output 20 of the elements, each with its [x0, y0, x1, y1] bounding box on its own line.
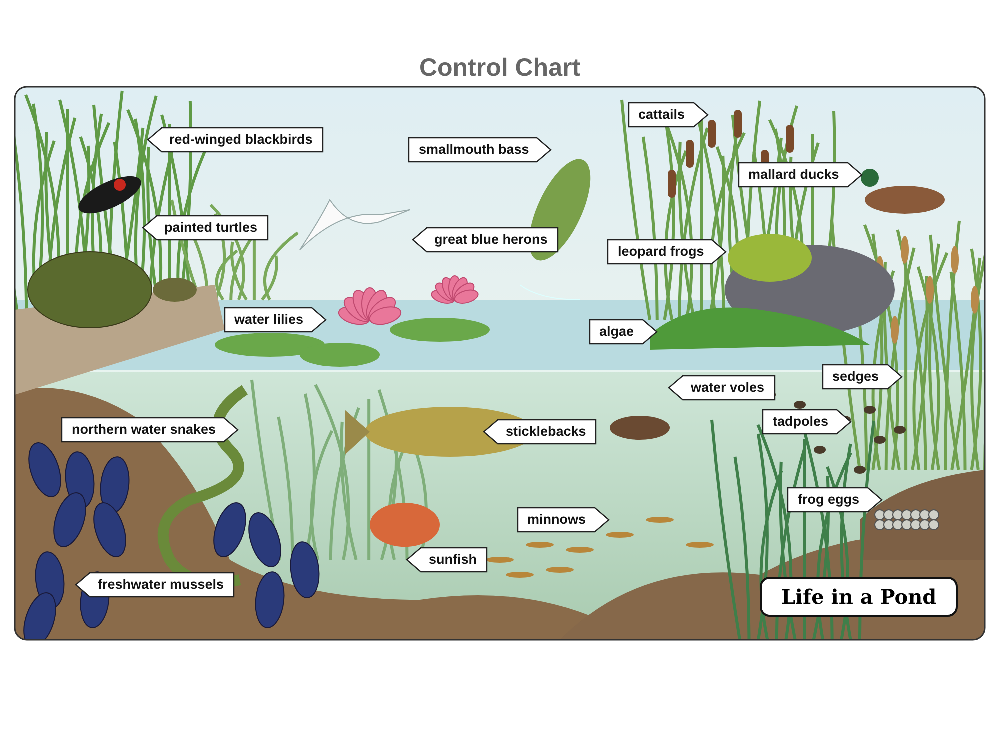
pointer-tag: smallmouth bass — [409, 138, 552, 162]
pointer-tag: sticklebacks — [484, 420, 596, 444]
title-box: Life in a Pond — [760, 577, 958, 617]
pointer-tag: sedges — [822, 365, 902, 389]
pointer-tag: water voles — [669, 376, 775, 400]
pointer-tag: frog eggs — [788, 488, 882, 512]
pointer-tag: great blue herons — [412, 228, 558, 252]
pointer-tag: water lilies — [224, 308, 326, 332]
pointer-tag: algae — [590, 320, 656, 344]
pointer-tag: leopard frogs — [608, 240, 726, 264]
pointer-tag: mallard ducks — [738, 163, 862, 187]
pointer-tag: red-winged blackbirds — [148, 128, 323, 152]
pointer-tag: freshwater mussels — [76, 573, 234, 597]
pointer-tag: cattails — [628, 103, 708, 127]
pointer-tag: sunfish — [407, 548, 488, 572]
chart-title: Control Chart — [418, 54, 582, 83]
pointer-tag: minnows — [518, 508, 608, 532]
pointer-tag: tadpoles — [763, 410, 851, 434]
pointer-tag: northern water snakes — [62, 418, 238, 442]
pointer-tag: painted turtles — [142, 216, 268, 240]
